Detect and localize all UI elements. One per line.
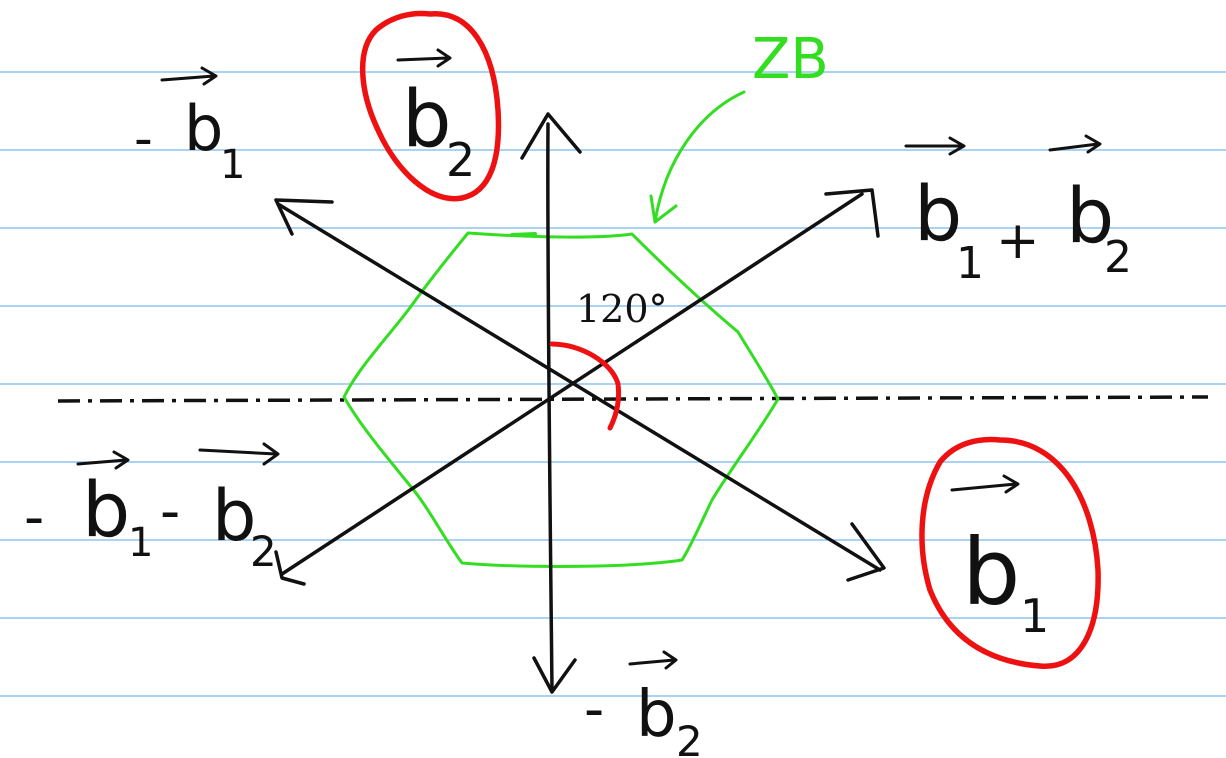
neg-b2-vector-arrow-icon — [628, 650, 678, 670]
angle-label: 120° — [576, 287, 668, 331]
neg-b1-vector-arrow-icon — [160, 66, 218, 86]
b2-subscript: 2 — [446, 133, 475, 187]
b2-letter: b — [402, 75, 452, 165]
b1-plus-b2-operator: + — [996, 211, 1040, 271]
b2-arrowhead — [520, 112, 582, 160]
b1-highlight-circle — [919, 436, 1101, 669]
neg-b2-subscript: 2 — [676, 717, 703, 758]
label-b1-plus-b2: b 1 + b 2 — [904, 134, 1132, 289]
b1-subscript: 1 — [1020, 589, 1049, 643]
neg-b1-minus-b2-second-letter: b — [212, 475, 256, 557]
neg-b2-letter: b — [636, 678, 677, 752]
neg-b1-minus-b2-second-subscript: 2 — [250, 527, 277, 576]
neg-b1-minus: - — [134, 109, 153, 169]
b1-arrowhead — [846, 522, 886, 582]
b1-axis-line — [276, 202, 882, 572]
label-neg-b1: - b 1 — [134, 66, 245, 188]
label-b1: b 1 — [950, 474, 1049, 643]
b2-axis-line — [546, 122, 554, 692]
neg-b1-letter: b — [184, 92, 223, 165]
neg-b1-subscript: 1 — [220, 142, 245, 188]
b1-plus-b2-first-letter: b — [914, 169, 962, 258]
neg-b2-minus: - — [584, 677, 604, 742]
b1-plus-b2-first-arrow-icon — [904, 136, 966, 156]
b1-plus-b2-second-arrow-icon — [1048, 134, 1102, 154]
neg-b1-arrowhead — [274, 198, 334, 236]
b1-plus-b2-second-subscript: 2 — [1104, 232, 1132, 283]
label-neg-b2: - b 2 — [584, 650, 703, 758]
zone-hexagon — [342, 231, 780, 568]
neg-b1-minus-b2-arrowhead — [274, 550, 306, 586]
zone-pointer-arrowhead — [649, 194, 678, 224]
b2-highlight-circle — [359, 10, 502, 202]
b1-letter: b — [962, 519, 1020, 626]
b1-plus-b2-axis-line — [280, 192, 864, 576]
zone-pointer-arrow — [653, 90, 746, 224]
label-neg-b1-minus-b2: - b 1 - b 2 — [24, 442, 280, 576]
neg-b1-minus-b2-first-arrow-icon — [76, 450, 130, 470]
neg-b1-minus-b2-operator: - — [160, 479, 180, 544]
b1-plus-b2-second-letter: b — [1066, 171, 1114, 260]
ruled-paper-lines — [0, 71, 1226, 697]
b1-vector-arrow-icon — [950, 474, 1020, 494]
b2-vector-arrow-icon — [396, 48, 452, 68]
neg-b1-minus-b2-first-subscript: 1 — [128, 520, 153, 566]
b1-plus-b2-first-subscript: 1 — [956, 238, 984, 289]
label-b2: b 2 — [396, 48, 475, 187]
angle-arc — [549, 341, 622, 431]
neg-b2-arrowhead — [532, 656, 577, 694]
b1-plus-b2-arrowhead — [824, 188, 880, 238]
dash-dot-horizontal-axis — [57, 395, 1209, 403]
zone-hexagon-mark — [510, 232, 537, 237]
neg-b1-minus-b2-second-arrow-icon — [198, 442, 280, 466]
neg-b1-minus-b2-minus: - — [24, 485, 44, 550]
zone-label: ZB — [752, 27, 829, 92]
neg-b1-minus-b2-first-letter: b — [82, 465, 130, 554]
